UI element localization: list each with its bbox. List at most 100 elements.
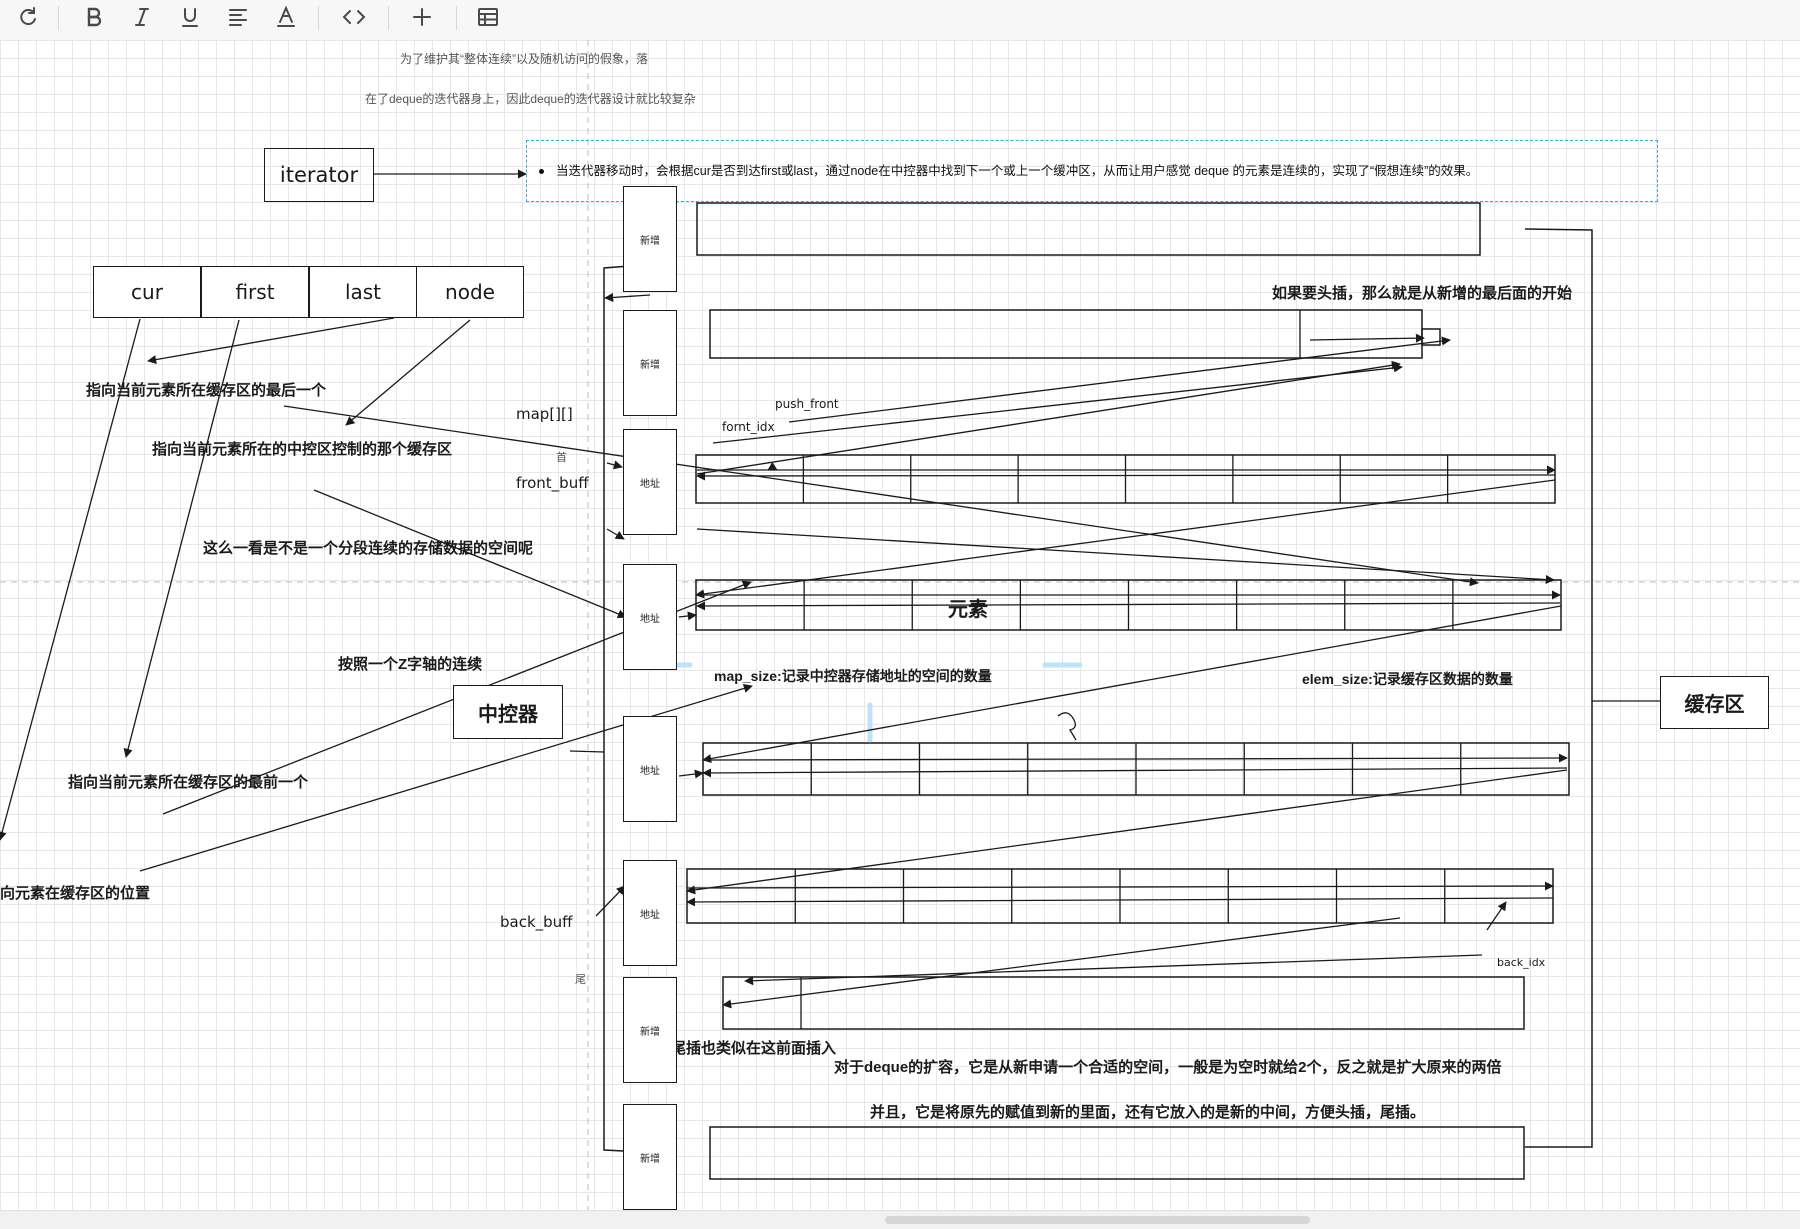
map-slot-label: 新增 [640,1026,660,1038]
iterator-box[interactable]: iterator [264,148,374,202]
map-slot[interactable]: 新增 [623,310,677,416]
head-label: 首 [556,452,567,464]
map-label: map[][] [516,405,573,423]
arrow-line [702,753,1568,763]
last-annotation: 指向当前元素所在缓存区的最后一个 [86,382,327,399]
iterator-field-last[interactable]: last [309,266,417,318]
iterator-field-node[interactable]: node [416,266,524,318]
align-button[interactable] [220,2,256,32]
tail-insert-note: 尾插也类似在这前面插入 [671,1040,837,1057]
callout-box[interactable]: 当迭代器移动时，会根据cur是否到达first或last，通过node在中控器中… [526,140,1658,202]
arrow-line [604,292,651,302]
toolbar-separator [58,6,59,30]
insert-button[interactable] [404,2,440,32]
whiteboard-canvas[interactable]: 为了维护其“整体连续”以及随机访问的假象，落 在了deque的迭代器身上，因此d… [0,40,1800,1210]
head-insert-note: 如果要头插，那么就是从新增的最后面的开始 [1272,285,1573,302]
first-annotation: 指向当前元素所在缓存区的最前一个 [68,774,309,791]
guide-lines [0,40,1800,1210]
arrow-line [767,461,778,471]
arrow-line [606,528,625,540]
diagram-shapes [569,202,1660,1180]
horizontal-scrollbar[interactable] [0,1210,1800,1229]
controller-label: 中控器 [478,703,538,726]
map-slot-label: 地址 [640,909,660,921]
map-slot[interactable]: 新增 [623,1104,677,1210]
arrow-line [1309,333,1425,343]
arrow-line [702,767,1568,778]
arrow-line [123,319,240,758]
arrow-line [0,318,141,841]
iterator-field-label: cur [131,280,163,304]
z-annotation: 按照一个Z字轴的连续 [338,656,483,673]
cache-bracket [1524,228,1593,1148]
hand-cursor-icon [1057,712,1077,741]
arrow-line [702,605,1562,764]
arrow-line [696,360,1401,475]
arrow-line [695,479,1556,599]
segment-annotation: 这么一看是不是一个分段连续的存储数据的空间呢 [203,540,534,557]
arrow-line [696,471,1556,481]
new-buffer [709,1126,1525,1180]
back-idx-label: back_idx [1497,956,1546,969]
elem-size-note: elem_size:记录缓存区数据的数量 [1302,671,1513,687]
arrow-line [722,917,1401,1009]
iterator-field-first[interactable]: first [201,266,309,318]
bold-button[interactable] [76,2,112,32]
arrow-line [686,897,1554,907]
front-idx-label: fornt_idx [722,420,775,434]
arrow-line [147,317,395,365]
underline-button[interactable] [172,2,208,32]
top-note-line2: 在了deque的迭代器身上，因此deque的迭代器设计就比较复杂 [365,92,696,106]
arrow-line [686,769,1568,895]
node-annotation: 指向当前元素所在的中控区控制的那个缓存区 [152,441,453,458]
arrow-line [345,319,471,426]
map-slot[interactable]: 新增 [623,186,677,292]
new-buffer [709,309,1423,359]
arrow-line [283,405,1479,587]
new-buffer [722,976,1525,1030]
map-slot-label: 地址 [640,765,660,777]
map-slot[interactable]: 新增 [623,977,677,1083]
arrow-line [712,363,1403,444]
redo-button[interactable] [8,2,44,32]
font-color-icon [277,5,295,27]
table-button[interactable] [470,2,506,32]
underline-icon [182,8,198,27]
cur-annotation: 向元素在缓存区的位置 [0,885,151,902]
back-buff-label: back_buff [500,913,573,931]
toolbar-separator [388,6,389,30]
top-note-line1: 为了维护其“整体连续”以及随机访问的假象，落 [400,52,648,66]
toolbar-separator [456,6,457,30]
iterator-title: iterator [279,163,359,187]
map-slot[interactable]: 地址 [623,716,677,822]
cache-area-box[interactable]: 缓存区 [1660,676,1769,729]
code-button[interactable] [336,2,372,32]
align-left-icon [229,9,247,26]
arrow-line [1486,901,1507,931]
arrow-line [678,611,697,621]
controller-box[interactable]: 中控器 [453,685,563,739]
redo-icon [20,7,36,26]
arrow-line [313,489,627,619]
scrollbar-thumb[interactable] [885,1216,1310,1224]
map-slot[interactable]: 地址 [623,564,677,670]
map-slot-label: 新增 [640,359,660,371]
italic-icon [135,8,149,26]
code-icon [342,10,366,24]
iterator-field-label: last [344,280,382,304]
new-buffer [696,202,1481,256]
bold-icon [87,7,102,27]
push-front-label: push_front [775,397,839,411]
map-slot-label: 新增 [640,235,660,247]
arrow-line [678,769,704,779]
diagram-arrows [0,169,1568,1009]
italic-button[interactable] [124,2,160,32]
map-slot[interactable]: 地址 [623,860,677,966]
table-icon [478,8,498,26]
map-slot[interactable]: 地址 [623,429,677,535]
tail-label: 尾 [575,974,586,986]
controller-link [569,750,605,753]
font-color-button[interactable] [268,2,304,32]
arrow-line [696,601,1561,611]
iterator-field-cur[interactable]: cur [93,266,201,318]
